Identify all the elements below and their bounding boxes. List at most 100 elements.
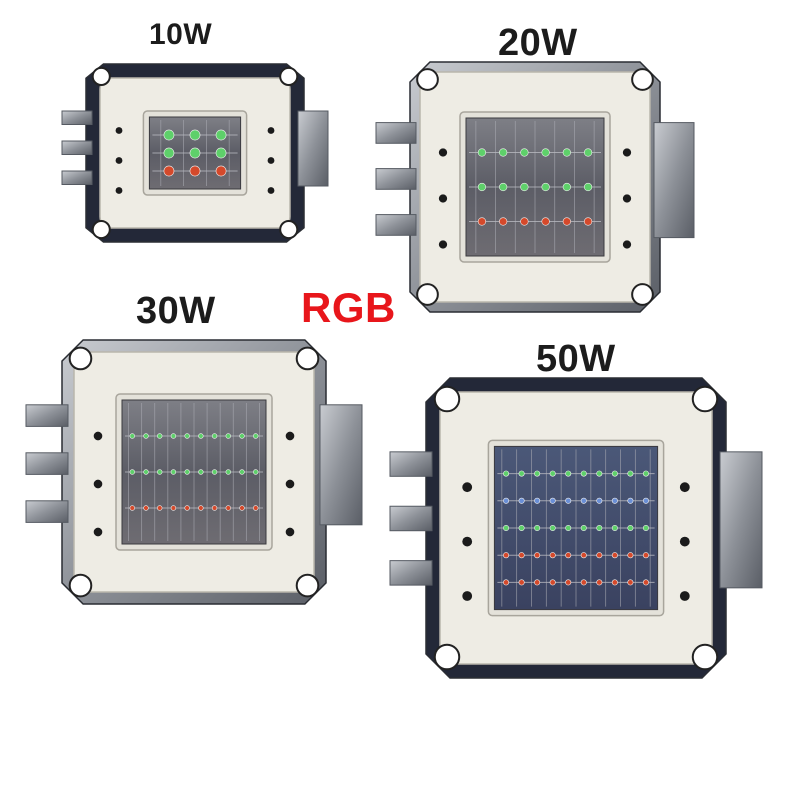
led-die bbox=[189, 129, 201, 141]
side-dot bbox=[679, 536, 690, 547]
led-die bbox=[596, 497, 603, 504]
led-die bbox=[211, 505, 218, 511]
pin-left bbox=[61, 170, 93, 185]
led-die bbox=[225, 433, 231, 439]
led-die bbox=[189, 165, 201, 177]
pin-bracket-right bbox=[653, 122, 695, 239]
led-die bbox=[211, 433, 218, 439]
led-die bbox=[520, 148, 529, 157]
led-die bbox=[583, 182, 593, 192]
side-dot bbox=[285, 431, 295, 441]
pin-left bbox=[61, 140, 93, 155]
pin-left bbox=[389, 505, 433, 532]
side-dot bbox=[115, 127, 123, 134]
led-die bbox=[611, 552, 618, 559]
pin-left bbox=[61, 110, 93, 125]
label-30w: 30W bbox=[136, 290, 216, 332]
led-die bbox=[627, 497, 634, 504]
led-die bbox=[565, 552, 572, 559]
led-die bbox=[215, 147, 227, 159]
led-die bbox=[499, 148, 508, 157]
led-die bbox=[503, 579, 510, 586]
side-dot bbox=[267, 157, 275, 164]
led-die bbox=[170, 505, 177, 511]
led-die bbox=[549, 497, 556, 504]
led-die bbox=[627, 579, 634, 586]
led-die bbox=[541, 217, 550, 226]
led-die bbox=[198, 469, 204, 475]
led-die bbox=[534, 524, 541, 532]
pin-bracket-right bbox=[297, 110, 329, 187]
led-die bbox=[239, 469, 245, 475]
mounting-hole bbox=[691, 643, 719, 671]
led-die bbox=[253, 469, 259, 475]
led-die bbox=[565, 497, 572, 504]
mounting-hole bbox=[295, 346, 320, 371]
side-dot bbox=[438, 240, 448, 249]
mounting-hole bbox=[691, 385, 719, 413]
led-die bbox=[225, 505, 231, 511]
led-die bbox=[642, 524, 649, 532]
led-die bbox=[642, 552, 649, 559]
led-die bbox=[518, 470, 525, 477]
led-die bbox=[580, 552, 587, 559]
led-die bbox=[534, 552, 541, 559]
led-die bbox=[580, 524, 587, 532]
led-die bbox=[541, 148, 550, 157]
led-die bbox=[189, 147, 201, 159]
led-die bbox=[534, 470, 541, 477]
led-die bbox=[184, 469, 190, 475]
led-die bbox=[565, 470, 572, 477]
led-die bbox=[549, 552, 556, 559]
side-dot bbox=[285, 479, 295, 489]
led-die bbox=[518, 552, 525, 559]
led-die bbox=[520, 182, 529, 192]
side-dot bbox=[93, 479, 103, 489]
side-dot bbox=[622, 194, 632, 203]
pin-left bbox=[25, 404, 69, 427]
led-die bbox=[596, 524, 603, 532]
led-die bbox=[611, 579, 618, 586]
led-die bbox=[562, 182, 571, 192]
mounting-hole bbox=[91, 66, 111, 87]
led-die bbox=[184, 433, 190, 439]
led-die bbox=[477, 148, 487, 157]
led-die bbox=[253, 505, 259, 511]
led-die bbox=[562, 148, 571, 157]
side-dot bbox=[438, 194, 448, 203]
side-dot bbox=[93, 431, 103, 441]
led-die bbox=[549, 579, 556, 586]
side-dot bbox=[285, 527, 295, 537]
mounting-hole bbox=[631, 283, 654, 306]
led-die bbox=[198, 505, 204, 511]
led-die bbox=[541, 182, 550, 192]
led-die bbox=[129, 505, 135, 511]
led-die bbox=[627, 552, 634, 559]
led-die bbox=[143, 433, 149, 439]
pin-left bbox=[389, 560, 433, 586]
led-die bbox=[503, 497, 510, 504]
side-dot bbox=[462, 536, 473, 547]
led-die bbox=[503, 470, 510, 477]
led-die bbox=[225, 469, 231, 475]
mounting-hole bbox=[433, 643, 461, 671]
led-die bbox=[170, 433, 177, 439]
led-die bbox=[596, 552, 603, 559]
side-dot bbox=[267, 127, 275, 134]
side-dot bbox=[115, 157, 123, 164]
label-50w: 50W bbox=[536, 338, 616, 380]
led-die bbox=[549, 470, 556, 477]
led-die bbox=[163, 129, 175, 141]
mounting-hole bbox=[433, 385, 461, 413]
side-dot bbox=[438, 148, 448, 157]
led-die bbox=[611, 524, 618, 532]
side-dot bbox=[622, 148, 632, 157]
led-die bbox=[157, 433, 163, 439]
led-die bbox=[534, 579, 541, 586]
side-dot bbox=[93, 527, 103, 537]
label-10w: 10W bbox=[149, 18, 213, 51]
led-die bbox=[596, 470, 603, 477]
led-die bbox=[562, 217, 571, 226]
led-die bbox=[157, 469, 163, 475]
